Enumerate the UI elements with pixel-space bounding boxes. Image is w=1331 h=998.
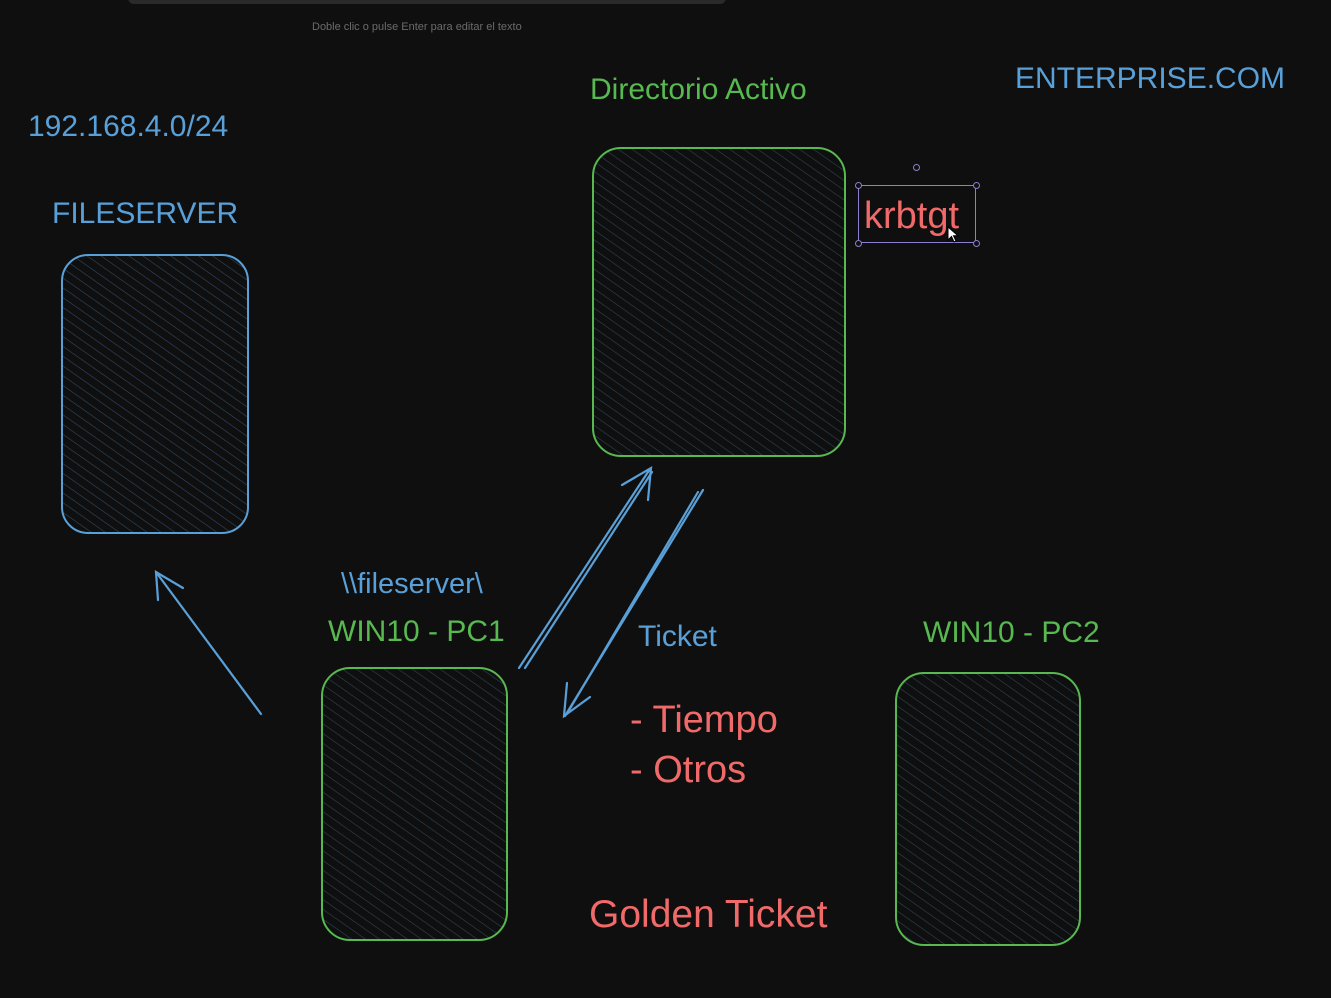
resize-handle-bottom-left[interactable]: [855, 240, 862, 247]
pc2-box[interactable]: [895, 672, 1081, 946]
ticket-label[interactable]: Ticket: [638, 620, 717, 653]
ticket-field-other[interactable]: - Otros: [630, 749, 747, 791]
resize-handle-top-left[interactable]: [855, 182, 862, 189]
share-path-label[interactable]: \\fileserver\: [341, 568, 483, 600]
network-label[interactable]: 192.168.4.0/24: [28, 110, 229, 143]
pc2-label[interactable]: WIN10 - PC2: [923, 616, 1100, 649]
edit-hint: Doble clic o pulse Enter para editar el …: [312, 21, 522, 33]
arrow-pc1-to-ad[interactable]: [517, 465, 654, 670]
arrow-ad-to-pc1[interactable]: [562, 488, 705, 719]
ticket-field-time[interactable]: - Tiempo: [630, 699, 778, 741]
pc1-box[interactable]: [321, 667, 508, 941]
active-directory-label[interactable]: Directorio Activo: [590, 73, 807, 106]
selection-box[interactable]: [858, 185, 976, 243]
fileserver-box[interactable]: [61, 254, 249, 534]
arrow-pc1-to-fileserver[interactable]: [154, 569, 263, 716]
rotate-handle[interactable]: [913, 164, 920, 171]
active-directory-box[interactable]: [592, 147, 846, 457]
golden-ticket-label[interactable]: Golden Ticket: [589, 893, 828, 936]
krbtgt-label[interactable]: krbtgt: [864, 195, 960, 237]
domain-label[interactable]: ENTERPRISE.COM: [1015, 62, 1286, 95]
fileserver-label[interactable]: FILESERVER: [52, 197, 239, 230]
cursor-icon: [947, 226, 960, 243]
resize-handle-top-right[interactable]: [973, 182, 980, 189]
pc1-label[interactable]: WIN10 - PC1: [328, 615, 505, 648]
resize-handle-bottom-right[interactable]: [973, 240, 980, 247]
top-toolbar[interactable]: [128, 0, 726, 4]
